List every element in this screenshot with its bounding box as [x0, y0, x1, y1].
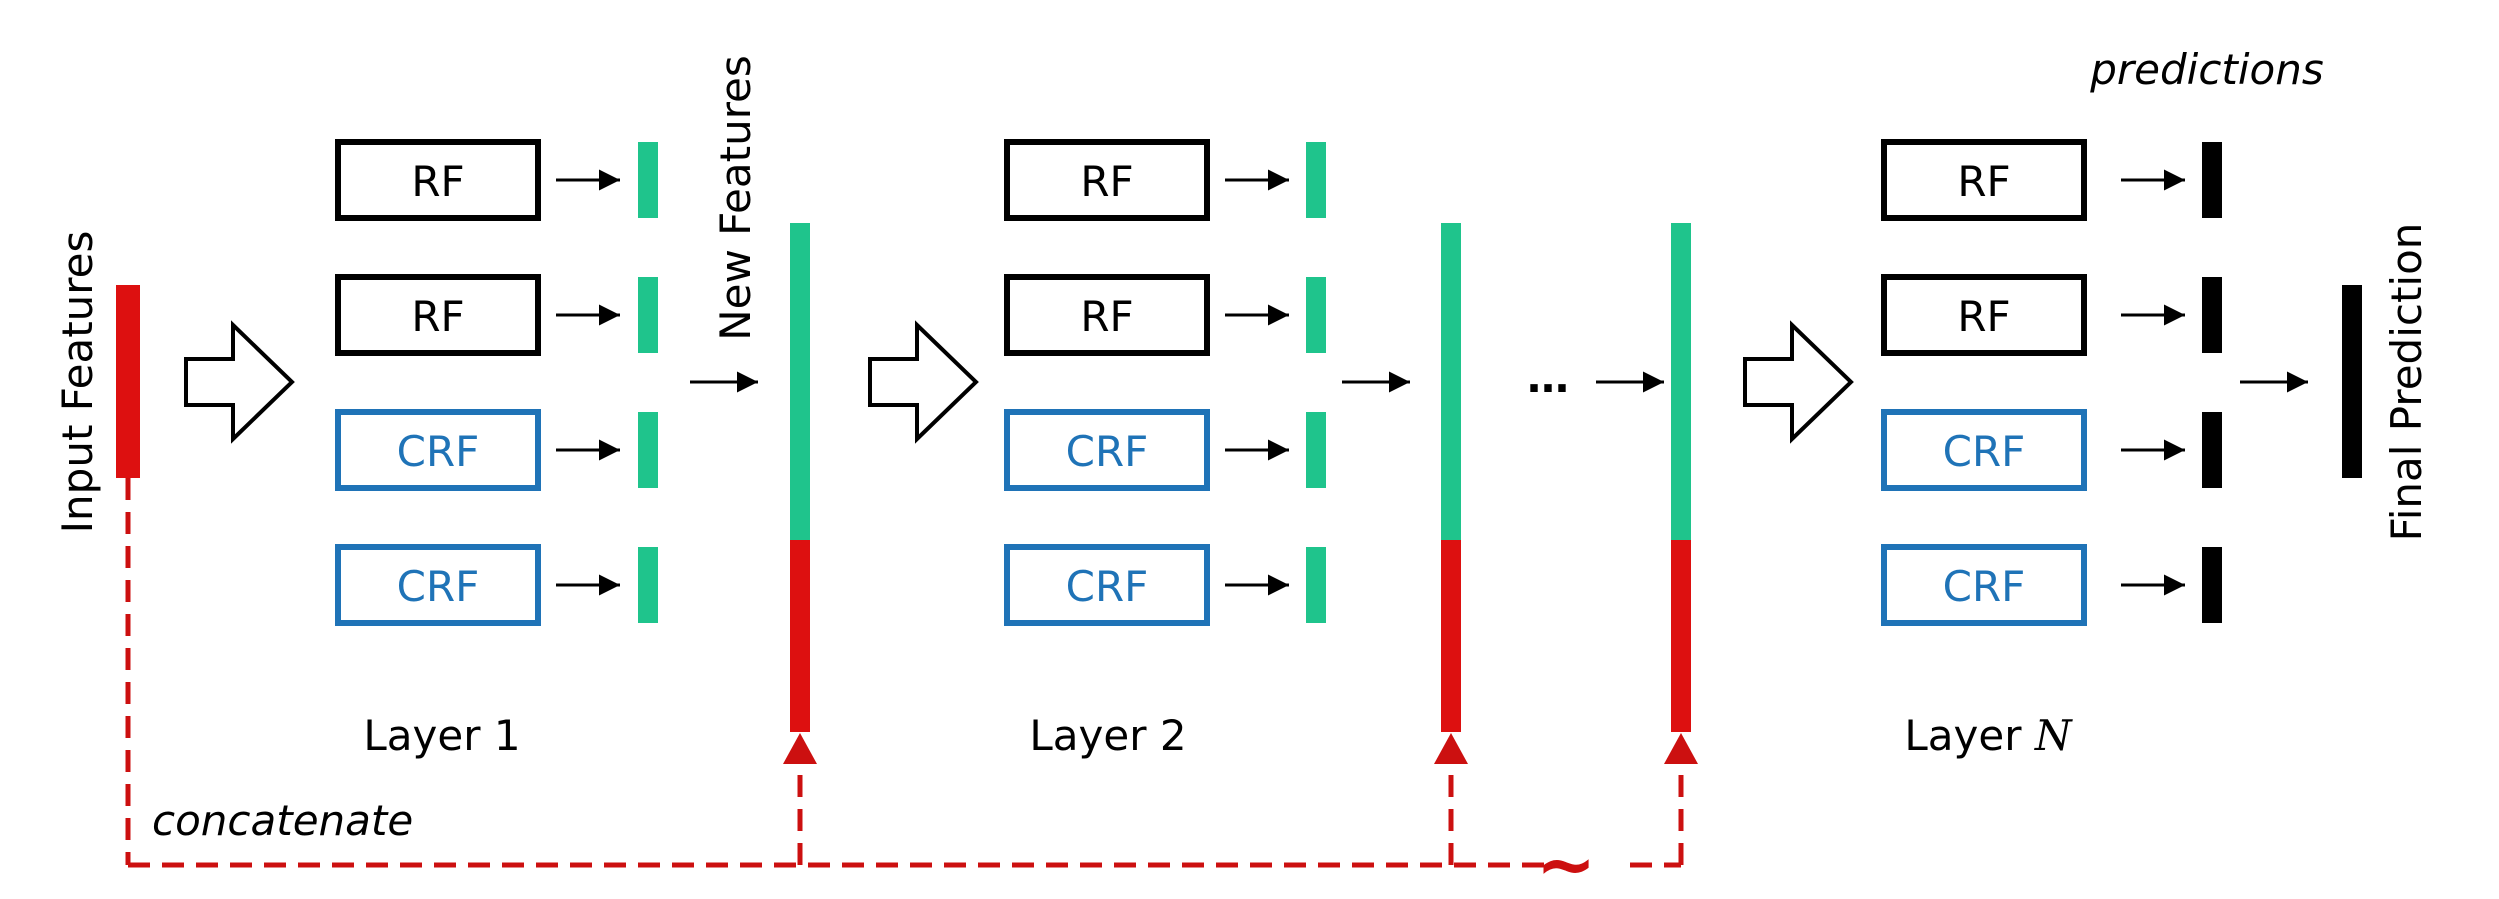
forest-label: RF [411, 292, 464, 341]
forest-label: CRF [1066, 427, 1149, 476]
forest-label: CRF [1943, 427, 2026, 476]
layer-2: RF RF CRF CRF Layer 2 [1004, 139, 1326, 760]
forest-box-crf [1881, 544, 2087, 626]
layer-label: Layer 1 [363, 711, 520, 760]
layer-label-prefix: Layer [1904, 711, 2034, 760]
class-vector [1306, 277, 1326, 353]
new-features-vector [1671, 223, 1691, 540]
forest-box-rf [1004, 274, 1210, 356]
concatenate-label: concatenate [152, 796, 413, 845]
prediction-vector [2202, 412, 2222, 488]
forest-label: CRF [1066, 562, 1149, 611]
arrowhead-icon [1434, 733, 1468, 764]
ellipsis: … [1527, 353, 1569, 402]
layer-n: RF RF CRF CRF Layer N [1881, 139, 2222, 760]
layer-label: Layer N [1904, 711, 2072, 760]
class-vector [638, 412, 658, 488]
input-features-copy [790, 540, 810, 732]
forest-box-rf [335, 139, 541, 221]
prediction-vector [2202, 277, 2222, 353]
hollow-arrow-icon [868, 320, 979, 444]
forest-box-rf [335, 274, 541, 356]
forest-box-crf [335, 409, 541, 491]
final-prediction-label: Final Prediction [2382, 223, 2431, 542]
forest-box-rf [1881, 139, 2087, 221]
forest-box-crf [335, 544, 541, 626]
prediction-vector [2202, 547, 2222, 623]
hollow-arrow-icon [1743, 320, 1854, 444]
class-vector [638, 547, 658, 623]
forest-label: CRF [1943, 562, 2026, 611]
forest-label: RF [1957, 157, 2010, 206]
layer-label: Layer 2 [1029, 711, 1186, 760]
new-features-vector [1441, 223, 1461, 540]
class-vector [1306, 547, 1326, 623]
hollow-arrow-icon [184, 320, 295, 444]
class-vector [638, 277, 658, 353]
forest-box-crf [1004, 409, 1210, 491]
input-features-vector [116, 285, 140, 478]
layer-1: RF RF CRF CRF Layer 1 [335, 139, 658, 760]
forest-label: CRF [397, 427, 480, 476]
forest-box-rf [1004, 139, 1210, 221]
layer-label-variable: N [2034, 711, 2073, 760]
final-prediction-vector [2342, 285, 2362, 478]
class-vector [638, 142, 658, 218]
forest-label: RF [411, 157, 464, 206]
arrowhead-icon [1664, 733, 1698, 764]
forest-box-crf [1881, 409, 2087, 491]
forest-label: CRF [397, 562, 480, 611]
forest-box-crf [1004, 544, 1210, 626]
input-features-copy [1671, 540, 1691, 732]
concatenate-connectors: ~ [125, 478, 1698, 899]
class-vector [1306, 412, 1326, 488]
predictions-label: predictions [2089, 45, 2324, 94]
prediction-vector [2202, 142, 2222, 218]
input-features-label: Input Features [53, 231, 102, 534]
forest-label: RF [1080, 157, 1133, 206]
forest-box-rf [1881, 274, 2087, 356]
arrowhead-icon [783, 733, 817, 764]
new-features-vector [790, 223, 810, 540]
new-features-label: New Features [711, 55, 760, 341]
tilde-symbol: ~ [1536, 822, 1596, 899]
forest-label: RF [1080, 292, 1133, 341]
class-vector [1306, 142, 1326, 218]
input-features-copy [1441, 540, 1461, 732]
forest-label: RF [1957, 292, 2010, 341]
